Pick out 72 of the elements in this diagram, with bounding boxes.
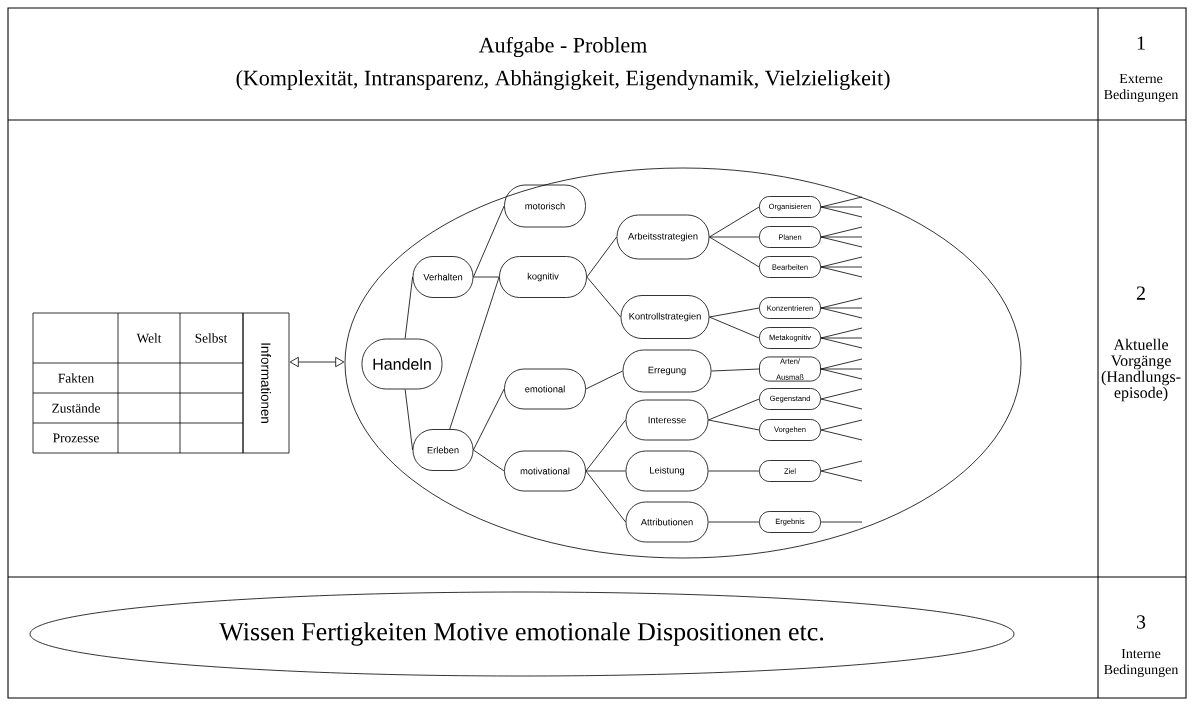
connector-line [585, 419, 626, 472]
rounded-box: Interesse [625, 399, 709, 441]
connector-line [820, 236, 863, 248]
connector-line [404, 389, 413, 451]
connector-line [820, 388, 863, 400]
connector-line [586, 276, 621, 318]
rounded-box: emotional [504, 368, 586, 410]
connector-line [708, 398, 760, 421]
connector-line [820, 307, 863, 309]
heading-text: (Komplexität, Intransparenz, Abhängigkeit, Eigendynamik, Vielzieligkeit) [236, 70, 890, 90]
heading-text: Aufgabe - Problem [478, 36, 647, 58]
connector-line [820, 236, 863, 238]
table-cell: Prozesse [53, 433, 99, 443]
connector-line [449, 276, 500, 430]
row-number: 3 [1137, 615, 1146, 629]
connector-line [709, 206, 760, 238]
row-number: 2 [1136, 286, 1145, 300]
connector-line [709, 307, 760, 318]
rounded-box: motorisch [504, 184, 586, 228]
rounded-box: Verhalten [412, 256, 474, 298]
connector-line [820, 429, 863, 441]
connector-line [585, 470, 626, 523]
connector-line [820, 206, 863, 208]
connector-line [820, 307, 863, 319]
ellipse-box: Wissen Fertigkeiten Motive emotionale Dispositionen etc. [29, 591, 1015, 677]
connector-line [820, 337, 863, 349]
connector-line [473, 276, 500, 278]
rounded-box: Erregung [622, 349, 712, 393]
information-box: Informationen [242, 312, 290, 454]
connector-line [709, 316, 760, 339]
connector-line [820, 470, 863, 482]
connector-line [708, 470, 760, 472]
connector-line [709, 236, 760, 238]
table-cell: Zustände [52, 403, 100, 413]
double-arrow [289, 356, 345, 368]
row-number: 1 [1137, 36, 1145, 50]
connector-line [708, 521, 760, 523]
connector-line [820, 368, 863, 380]
connector-line [586, 236, 617, 278]
connector-line [820, 398, 863, 410]
table-cell: Fakten [58, 373, 94, 383]
connector-line [585, 470, 626, 472]
connector-line [473, 388, 505, 451]
connector-line [473, 449, 505, 472]
rounded-box: Erleben [412, 429, 474, 471]
connector-line [708, 419, 760, 431]
connector-line [820, 266, 863, 268]
connector-line [820, 521, 863, 523]
connector-line [820, 206, 863, 218]
connector-line [820, 368, 863, 370]
connector-line [820, 266, 863, 278]
rounded-box: motivational [504, 450, 586, 492]
connector-line [404, 276, 413, 339]
section-label: Interne Bedingungen [1104, 648, 1179, 678]
rounded-box: Arbeitsstrategien [616, 214, 710, 260]
rounded-box: kognitiv [499, 256, 587, 298]
table-cell: Selbst [195, 333, 228, 343]
connector-line [709, 236, 760, 268]
connector-line [820, 419, 863, 431]
rounded-box: Kontrollstrategien [620, 295, 710, 339]
rounded-box: Attributionen [625, 501, 709, 543]
rounded-box: Leistung [625, 450, 709, 492]
connector-line [473, 205, 505, 278]
section-label: Aktuelle Vorgänge (Handlungs- episode) [1101, 338, 1181, 402]
connector-line [711, 368, 760, 372]
connector-line [585, 370, 623, 390]
section-label: Externe Bedingungen [1104, 73, 1179, 103]
table-cell: Welt [136, 333, 162, 343]
rounded-box: Handeln [361, 338, 443, 390]
connector-line [820, 337, 863, 339]
connector-line [820, 460, 863, 472]
ellipse-region [344, 167, 1022, 559]
